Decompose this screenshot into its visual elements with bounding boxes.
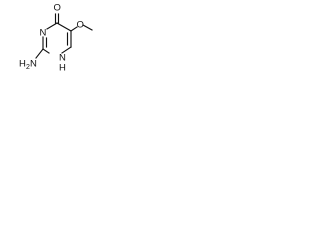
- chemical-structure: O N N H H 2 N O: [19, 3, 93, 74]
- bond-c6-n1: [61, 46, 72, 54]
- amino-h-label: H: [19, 59, 26, 70]
- ring-nitrogen-bottom-h-label: H: [59, 63, 66, 74]
- bond-c4-c5: [56, 22, 72, 32]
- bond-n3-c4: [46, 22, 58, 30]
- ring-nitrogen-top-label: N: [40, 28, 47, 39]
- amino-n-label: N: [30, 59, 37, 70]
- ring-nitrogen-bottom-label: N: [59, 53, 66, 64]
- bond-n1-c2: [42, 48, 50, 54]
- pyrimidine-ring: [42, 22, 72, 54]
- methoxy-oxygen-label: O: [77, 20, 84, 31]
- bond-c2-amino: [35, 48, 44, 59]
- bond-methoxy-o-ch3: [82, 24, 93, 31]
- bond-c6-methoxy-o: [70, 26, 78, 32]
- carbonyl-oxygen-label: O: [54, 3, 61, 14]
- amino-subscript-label: 2: [26, 64, 30, 71]
